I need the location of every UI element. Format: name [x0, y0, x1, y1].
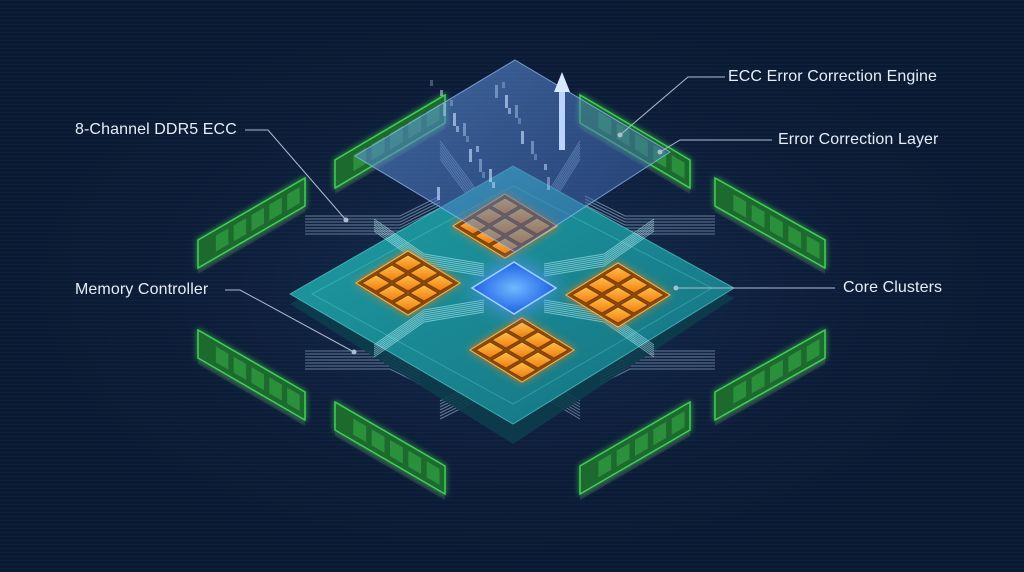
leader-ecc-engine [619, 76, 725, 136]
leader-dot-ecc-engine [617, 132, 623, 138]
leader-dot-ddr5 [343, 217, 349, 223]
memory-module-icon [334, 400, 446, 500]
core-cluster-icon [469, 317, 575, 383]
leader-dot-error-layer [657, 149, 663, 155]
leader-dot-core-clusters [673, 285, 679, 291]
ecc-layer-icon [354, 59, 671, 253]
memory-module-icon [197, 176, 306, 274]
memory-controller-icon [470, 261, 558, 315]
memory-modules [197, 93, 826, 500]
label-core-clusters: Core Clusters [843, 279, 943, 296]
leader-error-layer [659, 139, 772, 153]
up-arrow-icon [554, 72, 570, 150]
label-ecc-engine: ECC Error Correction Engine [728, 68, 937, 85]
label-ddr5: 8-Channel DDR5 ECC [75, 121, 237, 138]
memory-module-icon [197, 328, 306, 426]
label-memory-controller: Memory Controller [75, 281, 209, 298]
core-cluster-icon [355, 250, 461, 316]
memory-module-icon [714, 176, 826, 274]
leader-dot-memory-controller [351, 349, 357, 355]
leader-lines [225, 76, 835, 355]
label-error-correction-layer: Error Correction Layer [778, 131, 939, 148]
leader-memory-controller [225, 289, 355, 353]
leader-ddr5 [245, 129, 347, 221]
core-cluster-icon [565, 262, 671, 328]
memory-module-icon [579, 400, 691, 500]
memory-module-icon [714, 328, 826, 426]
controller-traces [373, 218, 655, 358]
